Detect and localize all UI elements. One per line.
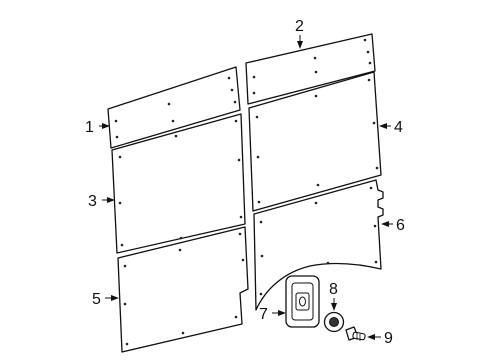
leader-3 [102, 197, 115, 203]
callout-8: 8 [329, 281, 338, 298]
callout-1: 1 [85, 119, 94, 136]
leader-2 [297, 35, 303, 49]
panel-1 [107, 66, 241, 149]
callout-5: 5 [92, 291, 101, 308]
panel-5 [117, 226, 249, 353]
callout-9: 9 [384, 330, 393, 347]
panel-3 [111, 113, 246, 254]
callout-6: 6 [396, 217, 405, 234]
leader-4 [379, 123, 391, 129]
leader-6 [381, 221, 393, 227]
callout-2: 2 [295, 18, 304, 35]
leader-9 [367, 334, 381, 340]
panel-6 [253, 179, 384, 311]
callout-3: 3 [88, 193, 97, 210]
leader-5 [105, 295, 119, 301]
leader-1 [99, 123, 110, 129]
callout-7: 7 [259, 306, 268, 323]
callout-4: 4 [394, 119, 403, 136]
leader-8 [331, 298, 337, 311]
grommet-cover-7 [285, 275, 320, 328]
screw-9 [345, 326, 366, 341]
washer-clip-8 [323, 311, 345, 333]
panel-4 [248, 71, 382, 212]
panel-2 [245, 33, 376, 105]
leader-7 [272, 310, 286, 316]
